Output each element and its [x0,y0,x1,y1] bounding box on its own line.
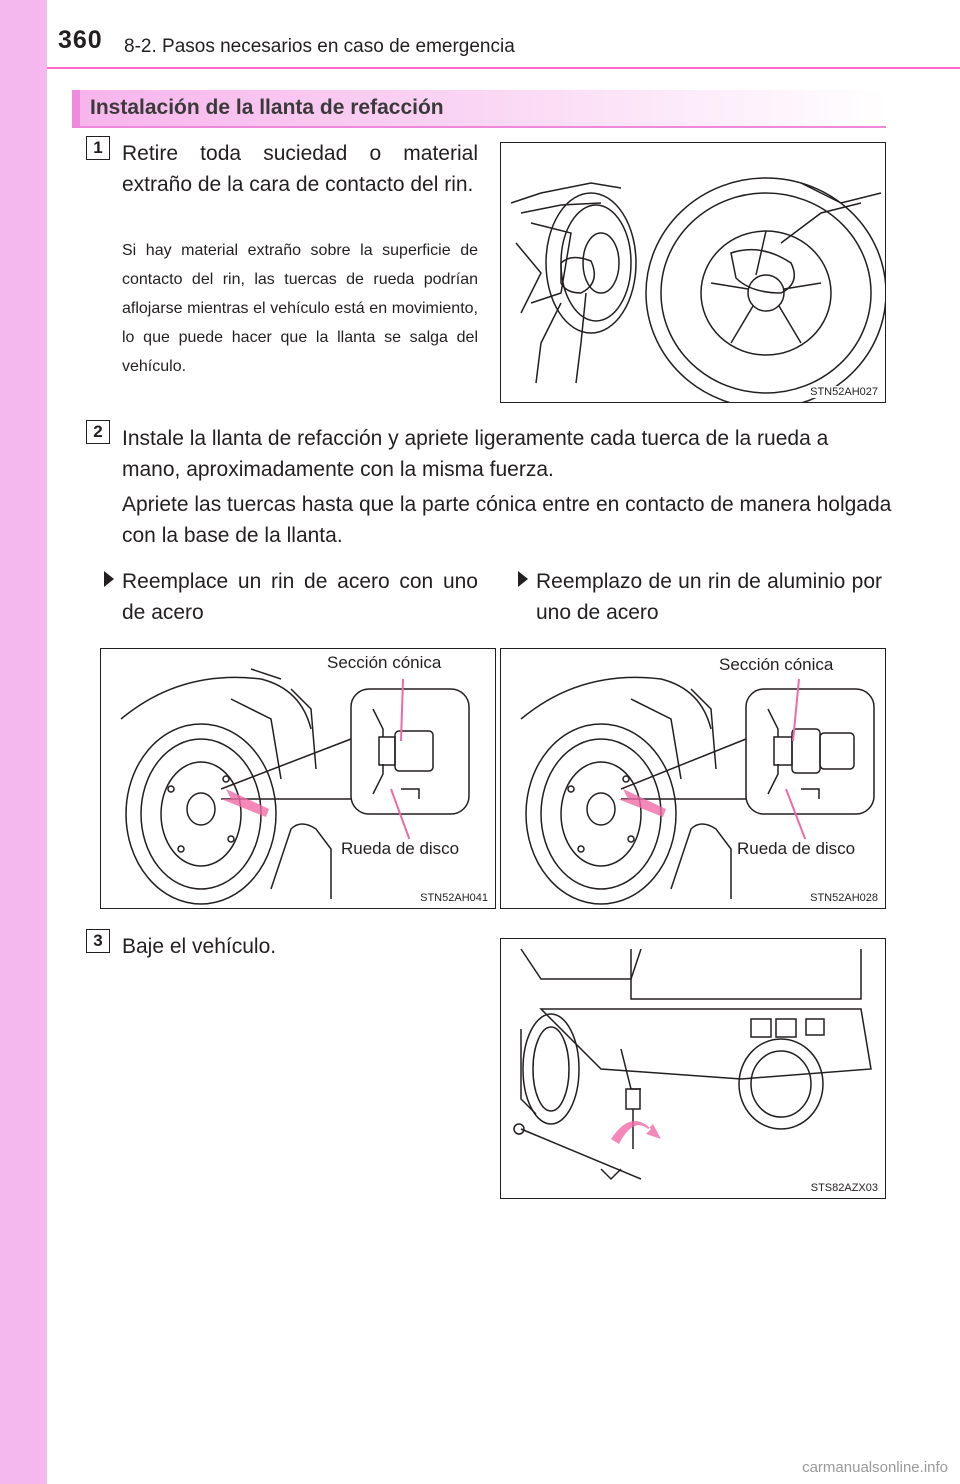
header-rule [47,67,960,69]
steel-wheel-illustration [120,668,470,905]
bullet-steel-to-steel: Reemplace un rin de acero con uno de ace… [104,566,478,628]
figure-code: STN52AH041 [419,892,489,904]
section-accent [72,90,80,126]
aluminum-wheel-illustration [520,676,875,905]
bullet-aluminum-to-steel: Reemplazo de un rin de aluminio por uno … [518,566,882,628]
callout-tapered-section: Sección cónica [719,655,834,675]
step-3-text: Baje el vehículo. [122,935,277,958]
chapter-title: 8-2. Pasos necesarios en caso de emergen… [124,36,515,57]
step-number-1: 1 [86,136,110,160]
figure-aluminum-wheel: Sección cónica Rueda de disco STN52AH028 [500,648,886,909]
figure-code: STN52AH027 [809,386,879,398]
step-2-note: Apriete las tuercas hasta que la parte c… [122,493,892,547]
callout-disc-wheel: Rueda de disco [341,839,460,859]
step-1-text: Retire toda suciedad o material extraño … [122,142,478,196]
step-number-3: 3 [86,929,110,953]
bullet-text: Reemplazo de un rin de aluminio por uno … [536,570,882,624]
figure-code: STS82AZX03 [809,1182,879,1194]
step-2-text: Instale la llanta de refacción y apriete… [122,427,829,481]
page-number: 360 [58,26,103,54]
section-header: Instalación de la llanta de refacción [72,90,886,128]
bullet-triangle-icon [518,571,528,587]
section-title: Instalación de la llanta de refacción [90,96,444,119]
bullet-text: Reemplace un rin de acero con uno de ace… [122,570,478,624]
step-1-note: Si hay material extraño sobre la superfi… [122,242,478,375]
side-tab-bar [0,0,47,1484]
figure-code: STN52AH028 [809,892,879,904]
callout-disc-wheel: Rueda de disco [737,839,856,859]
lower-vehicle-illustration [513,948,872,1181]
figure-steel-wheel: Sección cónica Rueda de disco STN52AH041 [100,648,496,909]
step-number-2: 2 [86,420,110,444]
clean-contact-illustration [510,177,885,402]
watermark: carmanualsonline.info [802,1459,948,1476]
figure-clean-contact: STN52AH027 [500,142,886,403]
bullet-triangle-icon [104,571,114,587]
figure-lower-vehicle: STS82AZX03 [500,938,886,1199]
callout-tapered-section: Sección cónica [327,653,442,673]
